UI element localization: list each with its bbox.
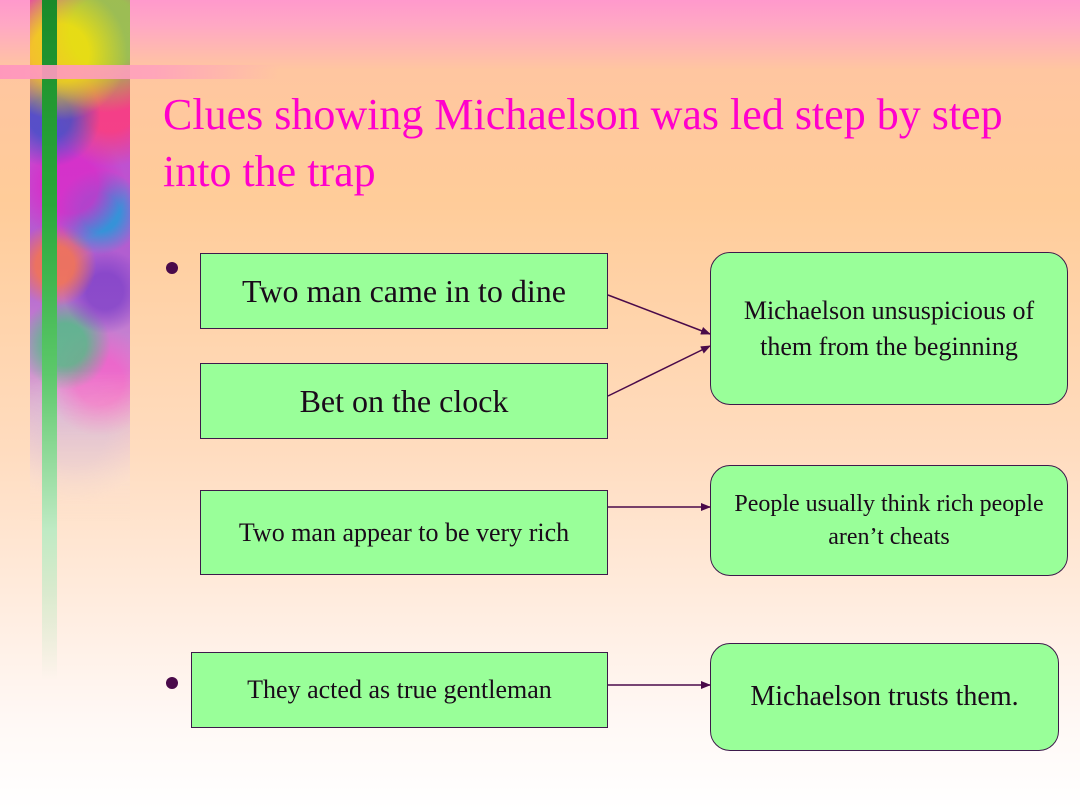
- conclusion-box-rich-people: People usually think rich people aren’t …: [710, 465, 1068, 576]
- clue-box-dine: Two man came in to dine: [200, 253, 608, 329]
- clue-text-rich: Two man appear to be very rich: [238, 517, 570, 547]
- slide-title: Clues showing Michaelson was led step by…: [163, 90, 1003, 196]
- arrow-dine-to-unsuspicious: [607, 294, 711, 335]
- clue-text-dine: Two man came in to dine: [242, 272, 566, 309]
- clue-box-gentleman: They acted as true gentleman: [191, 652, 608, 728]
- clue-text-gentleman: They acted as true gentleman: [247, 675, 552, 704]
- bullet-1: [166, 262, 178, 274]
- conclusion-box-trust: Michaelson trusts them.: [710, 643, 1059, 751]
- arrow-bet-to-unsuspicious: [607, 345, 711, 397]
- decorative-horizontal-bar: [0, 65, 280, 79]
- clue-box-rich: Two man appear to be very rich: [200, 490, 608, 575]
- conclusion-text-rich-people: People usually think rich people aren’t …: [734, 490, 1044, 550]
- conclusion-box-unsuspicious: Michaelson unsuspicious of them from the…: [710, 252, 1068, 405]
- conclusion-text-unsuspicious: Michaelson unsuspicious of them from the…: [743, 295, 1035, 361]
- clue-box-bet: Bet on the clock: [200, 363, 608, 439]
- decorative-vertical-bar: [42, 0, 57, 680]
- clue-text-bet: Bet on the clock: [299, 382, 509, 419]
- conclusion-text-trust: Michaelson trusts them.: [750, 681, 1019, 712]
- bullet-2: [166, 677, 178, 689]
